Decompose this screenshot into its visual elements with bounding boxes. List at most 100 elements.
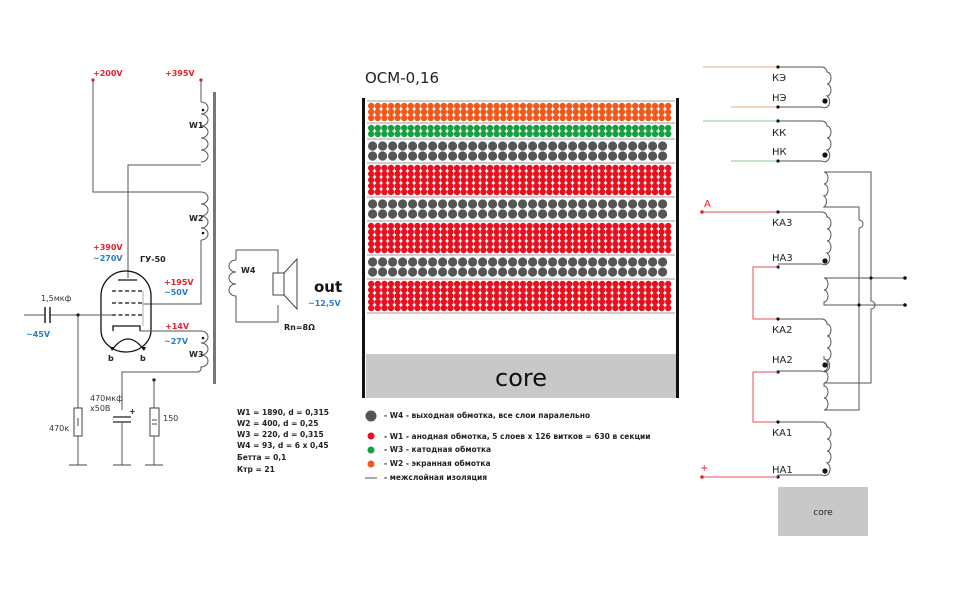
wire-turn [453, 164, 461, 172]
wire-turn [598, 141, 608, 151]
wire-turn [645, 292, 652, 300]
wire-turn [638, 199, 648, 209]
wire-turn [381, 280, 388, 288]
wire-turn [546, 102, 553, 110]
wire-turn [488, 151, 498, 161]
wire-turn [651, 176, 659, 184]
wire-turn [513, 280, 520, 288]
wire-turn [618, 130, 626, 138]
anode-section-1-coil [778, 421, 832, 477]
output-terminal-2[interactable] [903, 303, 907, 307]
wire-turn [572, 114, 579, 122]
spec-line: W3 = 220, d = 0,315 [237, 430, 324, 439]
wire-turn [374, 234, 381, 242]
wire-turn [368, 257, 378, 267]
wire-turn [513, 188, 520, 196]
wire-turn [612, 280, 619, 288]
wire-turn [605, 298, 612, 306]
wire-turn [568, 267, 578, 277]
wire-turn [526, 280, 533, 288]
wire-turn [651, 170, 659, 178]
wire-turn [467, 130, 474, 138]
wire-turn [599, 222, 606, 230]
wire-turn [612, 240, 619, 248]
wire-turn [552, 182, 560, 190]
wire-turn [585, 164, 593, 172]
wire-turn [519, 222, 527, 230]
cathode-cap-voltage: x50В [90, 404, 110, 413]
wire-turn [599, 176, 606, 184]
wire-turn [506, 292, 513, 300]
screen-phase-dot [822, 98, 828, 104]
wire-turn [427, 164, 434, 172]
wire-turn [658, 209, 668, 219]
wire-turn [628, 209, 638, 219]
wire-turn [394, 304, 401, 312]
wire-turn [498, 151, 508, 161]
wire-turn [506, 164, 513, 172]
wire-turn [420, 108, 428, 116]
output-terminal-1[interactable] [903, 276, 907, 280]
wire-turn [480, 280, 487, 288]
wire-turn [394, 102, 401, 110]
wire-turn [651, 102, 659, 110]
wire-turn [566, 286, 573, 294]
wire-turn [546, 182, 553, 190]
bobbin-wall-left [362, 98, 365, 398]
wire-turn [632, 176, 639, 184]
wire-turn [518, 257, 528, 267]
wire-turn [460, 130, 467, 138]
wire-turn [618, 170, 626, 178]
wire-turn [427, 108, 434, 116]
wire-turn [605, 108, 612, 116]
wire-turn [427, 176, 434, 184]
wire-turn [513, 240, 520, 248]
output-node [869, 276, 873, 280]
w4-coil [228, 259, 237, 299]
wire-turn [568, 257, 578, 267]
wire-turn [427, 222, 434, 230]
winding-layer-w4 [368, 141, 668, 161]
wire-turn [625, 280, 632, 288]
wire-turn [599, 246, 606, 254]
wire-turn [519, 124, 527, 132]
screen-dc-voltage: +195V [164, 278, 194, 287]
wire-turn [568, 151, 578, 161]
wire-turn [460, 102, 467, 110]
wire-turn [387, 130, 395, 138]
wire-turn [447, 164, 454, 172]
supply-200v-label: +200V [93, 69, 123, 78]
wire-turn [585, 280, 593, 288]
transformer-title: ОСМ-0,16 [365, 69, 439, 87]
wire-turn [401, 114, 408, 122]
cathode-resistor [149, 407, 160, 437]
wire-turn [381, 164, 388, 172]
wire-turn [648, 151, 658, 161]
wire-turn [460, 280, 467, 288]
wire-turn [539, 280, 546, 288]
terminal-plus-node[interactable] [700, 475, 704, 479]
wire-turn [592, 176, 599, 184]
wire-turn [559, 164, 566, 172]
wire-turn [401, 164, 408, 172]
wire-turn [566, 170, 573, 178]
wire-turn [618, 286, 626, 294]
wire-turn [368, 108, 375, 116]
wire-turn [648, 209, 658, 219]
wire-turn [605, 164, 612, 172]
wire-turn [493, 298, 500, 306]
wire-turn [374, 182, 381, 190]
wire-turn [665, 280, 672, 288]
wire-turn [658, 292, 665, 300]
wire-turn [493, 130, 500, 138]
terminal-a-node[interactable] [700, 210, 704, 214]
wire-turn [434, 298, 441, 306]
wire-turn [427, 298, 434, 306]
wire-turn [447, 188, 454, 196]
wire-turn [500, 240, 507, 248]
wire-turn [513, 164, 520, 172]
wire-turn [552, 222, 560, 230]
wire-turn [407, 124, 414, 132]
wire-turn [440, 176, 447, 184]
wire-turn [579, 182, 586, 190]
